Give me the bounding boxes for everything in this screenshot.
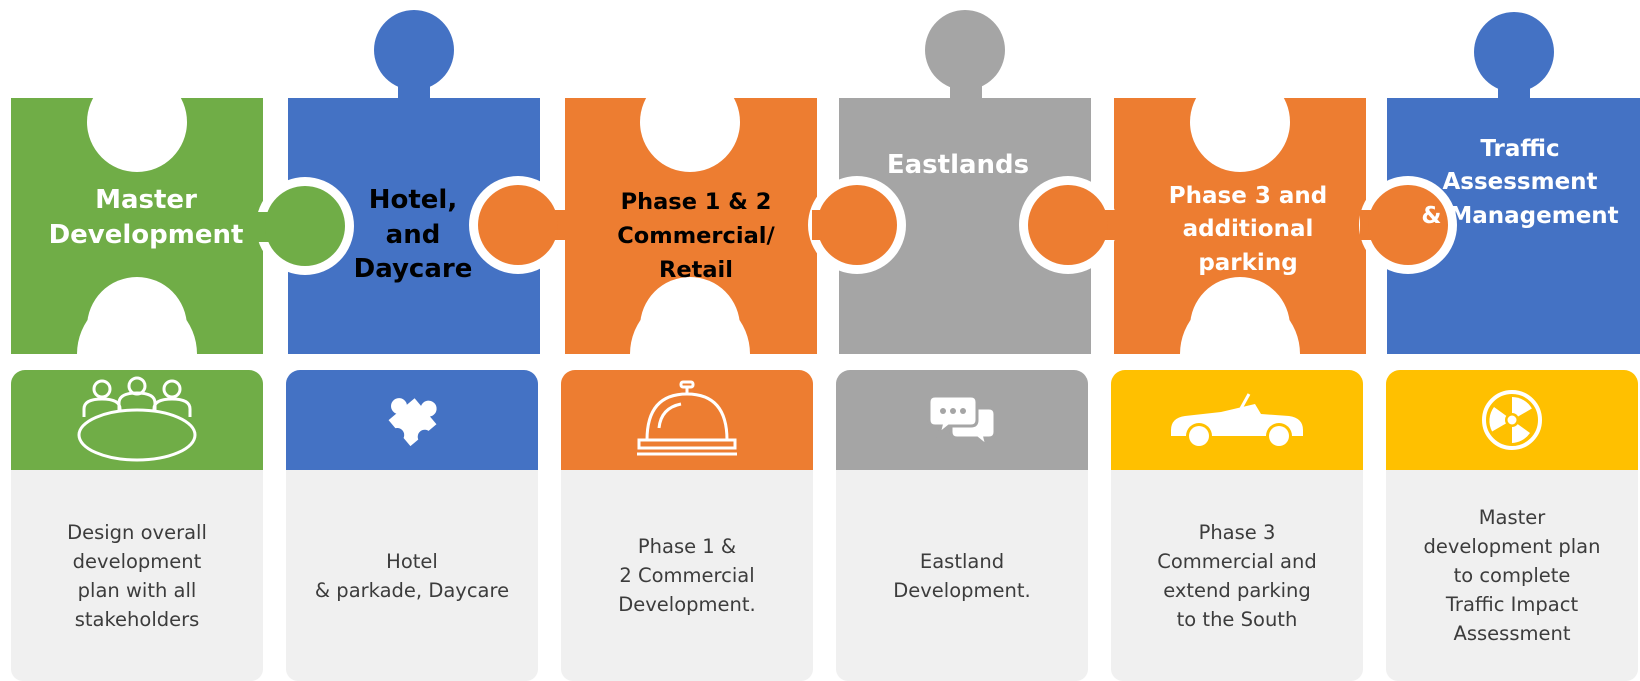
knob-orange-left	[469, 176, 570, 274]
puzzle-piece-master-development	[11, 72, 263, 360]
puzzle-piece-phase-3	[1114, 72, 1366, 360]
knob-green-right	[255, 177, 354, 275]
card-master-development: Design overall development plan with all…	[11, 370, 263, 681]
card-body: Design overall development plan with all…	[11, 470, 263, 681]
card-description: Master development plan to complete Traf…	[1423, 506, 1601, 645]
piece-title-traffic-assessment: Traffic Assessment & Management	[1421, 136, 1619, 229]
card-description: Hotel & parkade, Daycare	[314, 549, 510, 602]
card-header	[836, 370, 1088, 470]
card-eastlands: Eastland Development.	[836, 370, 1088, 681]
puzzle-diagram	[11, 10, 1640, 360]
card-phase-1-2: Phase 1 & 2 Commercial Development.	[561, 370, 813, 681]
knob-orange-phase3-right	[1359, 176, 1457, 274]
puzzle-piece-icon	[388, 398, 437, 447]
card-header	[561, 370, 813, 470]
card-body: Phase 1 & 2 Commercial Development.	[561, 470, 813, 681]
card-header	[11, 370, 263, 470]
piece-title-eastlands: Eastlands	[886, 150, 1030, 180]
card-body: Eastland Development.	[836, 470, 1088, 681]
knob-orange-right	[808, 176, 906, 274]
puzzle-piece-phase-1-2	[565, 72, 817, 360]
piece-title-phase-3: Phase 3 and additional parking	[1168, 183, 1328, 276]
card-traffic-assessment: Master development plan to complete Traf…	[1386, 370, 1638, 681]
knob-orange-phase3-left	[1019, 176, 1120, 274]
card-phase-3: Phase 3 Commercial and extend parking to…	[1111, 370, 1363, 681]
service-bell-icon	[637, 380, 737, 456]
card-header	[1386, 370, 1638, 470]
card-hotel-daycare: Hotel & parkade, Daycare	[286, 370, 538, 681]
convertible-car-icon	[1171, 393, 1303, 449]
card-description: Phase 1 & 2 Commercial Development.	[618, 535, 756, 616]
card-header	[286, 370, 538, 470]
card-description: Eastland Development.	[893, 549, 1031, 602]
card-header	[1111, 370, 1363, 470]
card-body: Phase 3 Commercial and extend parking to…	[1111, 470, 1363, 681]
radiation-icon	[1482, 390, 1542, 450]
piece-title-hotel-daycare: Hotel, and Daycare	[353, 185, 473, 285]
piece-title-phase-1-2: Phase 1 & 2 Commercial/ Retail	[617, 189, 775, 283]
card-body: Hotel & parkade, Daycare	[286, 470, 538, 681]
card-description: Phase 3 Commercial and extend parking to…	[1157, 520, 1317, 631]
meeting-table-icon	[77, 376, 197, 462]
chat-bubbles-icon	[927, 394, 997, 448]
card-description: Design overall development plan with all…	[67, 520, 207, 631]
piece-title-master-development: Master Development	[48, 185, 244, 250]
card-body: Master development plan to complete Traf…	[1386, 470, 1638, 681]
